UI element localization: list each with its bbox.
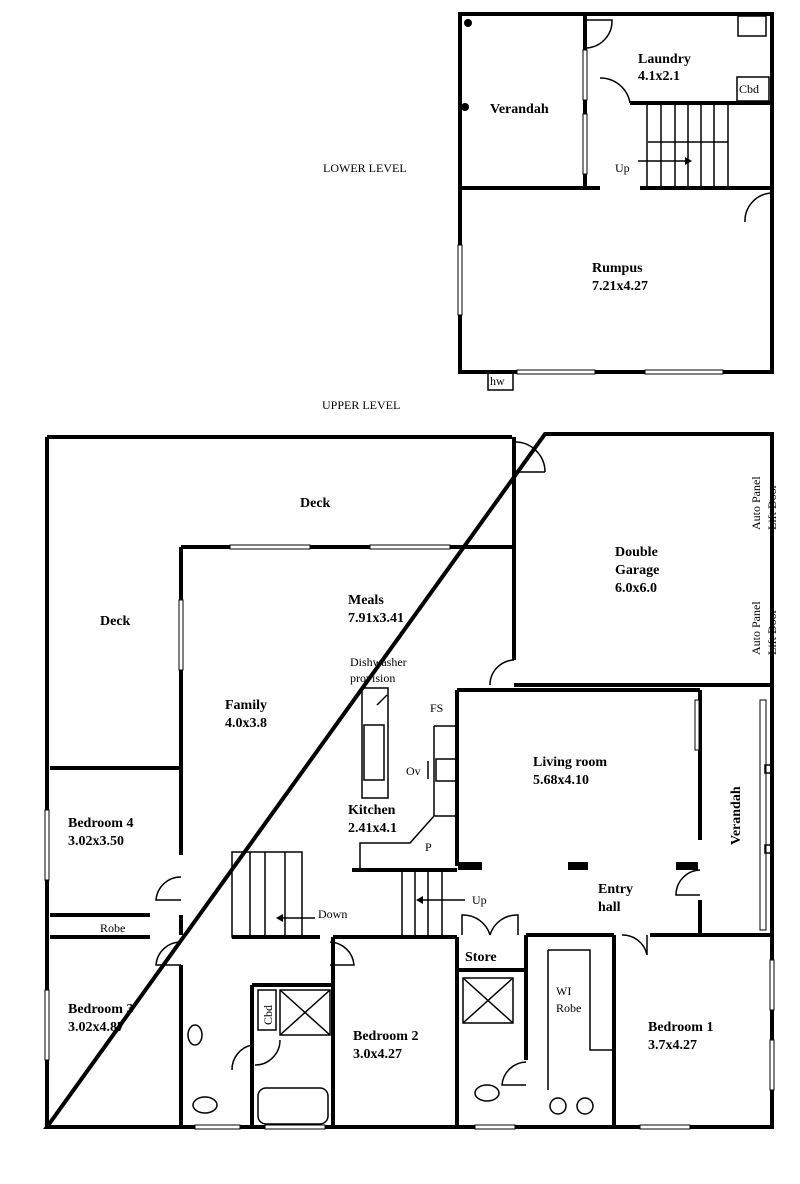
post-icon [461, 103, 469, 111]
lower-stairs [638, 103, 729, 188]
cbd-label: Cbd [739, 82, 759, 96]
meals-size: 7.91x3.41 [348, 611, 404, 626]
shower-icon [279, 989, 331, 1036]
upper-stairs [231, 851, 465, 938]
wi-robe-label: WI [556, 984, 571, 998]
up-label: Up [472, 893, 487, 907]
verandah-label: Verandah [729, 786, 744, 845]
wi-robe-label-2: Robe [556, 1001, 581, 1015]
entry-label-2: hall [598, 900, 621, 915]
store-label: Store [465, 950, 497, 965]
cooktop-icon [435, 758, 457, 782]
bedroom2-size: 3.0x4.27 [353, 1047, 402, 1062]
bedroom1-size: 3.7x4.27 [648, 1038, 697, 1053]
rumpus-label: Rumpus [592, 261, 643, 276]
kitchen-label: Kitchen [348, 803, 396, 818]
down-label: Down [318, 907, 347, 921]
laundry-label: Laundry [638, 52, 691, 67]
laundry-size: 4.1x2.1 [638, 69, 680, 84]
auto-door-label: Lift Door [765, 609, 779, 655]
cbd-label: Cbd [261, 1005, 275, 1025]
auto-door-label: Auto Panel [749, 476, 763, 530]
auto-door-label: Auto Panel [749, 601, 763, 655]
dishwasher-label-2: provision [350, 671, 395, 685]
ov-label: Ov [406, 764, 421, 778]
lower-outer-wall [458, 12, 774, 374]
toilet-icon [474, 1084, 500, 1102]
upper-level-title: UPPER LEVEL [322, 398, 400, 412]
kitchen-size: 2.41x4.1 [348, 821, 397, 836]
bedroom2-label: Bedroom 2 [353, 1029, 418, 1044]
toilet-icon [192, 1096, 218, 1114]
living-room-label: Living room [533, 755, 607, 770]
entry-label: Entry [598, 882, 633, 897]
pantry-label: P [425, 840, 432, 854]
bath-icon [257, 1087, 329, 1125]
post-icon [464, 19, 472, 27]
bedroom4-label: Bedroom 4 [68, 816, 133, 831]
basin-icon [187, 1024, 203, 1046]
garage-size: 6.0x6.0 [615, 581, 657, 596]
lower-level-title: LOWER LEVEL [323, 161, 407, 175]
up-label: Up [615, 161, 630, 175]
door-swing-icon [584, 19, 613, 49]
family-label: Family [225, 698, 267, 713]
bedroom3-label: Bedroom 3 [68, 1002, 133, 1017]
lower-level: Cbd hw Verandah Laundry 4.1x2.1 Up Rumpu… [457, 12, 774, 391]
living-room-size: 5.68x4.10 [533, 773, 589, 788]
robe-label: Robe [100, 921, 125, 935]
bedroom1-label: Bedroom 1 [648, 1020, 713, 1035]
door-swing-icon [744, 192, 773, 223]
verandah-label: Verandah [490, 102, 549, 117]
deck-left-label: Deck [100, 614, 131, 629]
shower-icon [462, 977, 514, 1024]
upper-level [43, 432, 775, 1130]
deck-top-label: Deck [300, 496, 331, 511]
hw-label: hw [490, 374, 505, 388]
door-swing-icon [599, 77, 631, 104]
bedroom3-size: 3.02x4.87 [68, 1020, 124, 1035]
dishwasher-label: Dishwasher [350, 655, 407, 669]
auto-door-label: Lift Door [765, 484, 779, 530]
rumpus-size: 7.21x4.27 [592, 279, 648, 294]
garage-label: Double [615, 545, 658, 560]
family-size: 4.0x3.8 [225, 716, 267, 731]
laundry-tub-icon [737, 15, 767, 37]
fs-label: FS [430, 701, 443, 715]
meals-label: Meals [348, 593, 384, 608]
garage-label-2: Garage [615, 563, 659, 578]
bedroom4-size: 3.02x3.50 [68, 834, 124, 849]
